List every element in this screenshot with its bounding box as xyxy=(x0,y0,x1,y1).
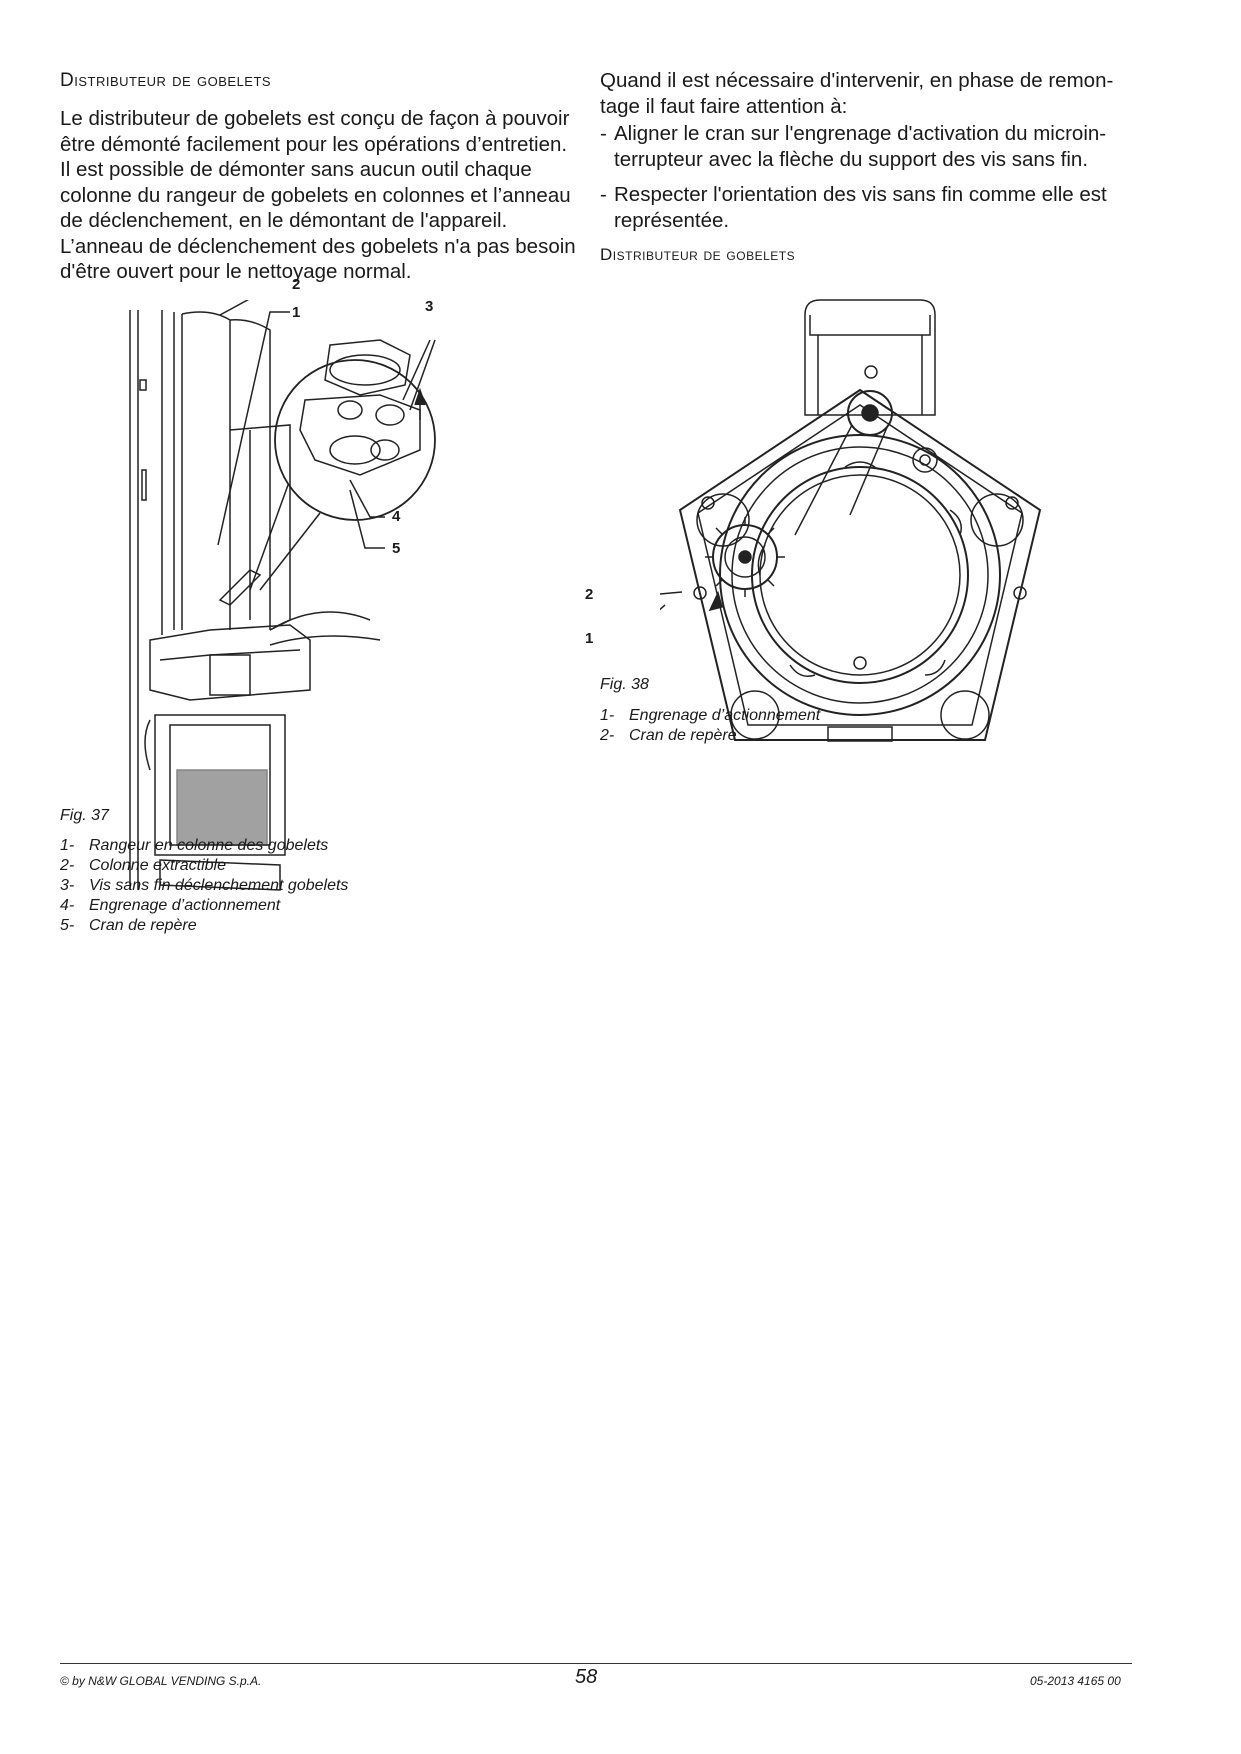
paragraph-line: Il est possible de démonter sans aucun o… xyxy=(60,158,532,181)
legend-number: 2- xyxy=(600,727,615,744)
legend-text: Cran de repère xyxy=(89,917,197,934)
intro-paragraph-right: Quand il est nécessaire d'intervenir, en… xyxy=(600,68,1160,119)
callout-label-2: 2 xyxy=(292,276,301,293)
legend-item: 2- Colonne extractible xyxy=(60,856,460,876)
paragraph-line: Quand il est nécessaire d'intervenir, en… xyxy=(600,69,1114,92)
bullet-dash: - xyxy=(600,122,607,145)
bullet-line: terrupteur avec la flèche du support des… xyxy=(614,147,1089,171)
figure-38-caption: Fig. 38 xyxy=(600,676,649,693)
legend-text: Engrenage d’actionnement xyxy=(89,897,281,914)
legend-text: Vis sans fin déclenchement gobelets xyxy=(89,877,349,894)
legend-item: 5- Cran de repère xyxy=(60,916,460,936)
legend-number: 3- xyxy=(60,877,75,894)
legend-item: 4- Engrenage d’actionnement xyxy=(60,896,460,916)
paragraph-line: d'être ouvert pour le nettoyage normal. xyxy=(60,260,412,283)
callout-label-1: 1 xyxy=(292,304,301,321)
legend-number: 5- xyxy=(60,917,75,934)
bullet-dash: - xyxy=(600,183,607,206)
callout-label-2: 2 xyxy=(585,586,594,603)
paragraph-line: colonne du rangeur de gobelets en colonn… xyxy=(60,183,571,207)
figure-38-illustration xyxy=(660,299,1042,742)
bullet-line: Respecter l'orientation des vis sans fin… xyxy=(614,183,1107,206)
bullet-line: Aligner le cran sur l'engrenage d'activa… xyxy=(614,122,1107,145)
legend-number: 4- xyxy=(60,897,75,914)
callout-label-4: 4 xyxy=(392,508,401,525)
paragraph-line: être démonté facilement pour les opérati… xyxy=(60,132,568,156)
page-number: 58 xyxy=(575,1666,598,1688)
callout-label-5: 5 xyxy=(392,540,401,557)
instruction-bullet: - Respecter l'orientation des vis sans f… xyxy=(600,182,1160,233)
footer-divider xyxy=(60,1663,1132,1664)
paragraph-line: tage il faut faire attention à: xyxy=(600,94,848,118)
paragraph-line: de déclenchement, en le démontant de l'a… xyxy=(60,209,508,232)
instruction-bullet: - Aligner le cran sur l'engrenage d'acti… xyxy=(600,121,1160,172)
figure-38-legend: 1- Engrenage d’actionnement 2- Cran de rep… xyxy=(600,706,1000,746)
legend-item: 1- Engrenage d’actionnement xyxy=(600,706,1000,726)
figure-37-legend: 1- Rangeur en colonne des gobelets 2- Colo… xyxy=(60,836,460,936)
section-heading-left: Distributeur de gobelets xyxy=(60,70,272,91)
legend-item: 1- Rangeur en colonne des gobelets xyxy=(60,836,460,856)
intro-paragraph-left: Le distributeur de gobelets est conçu de… xyxy=(60,106,590,285)
bullet-line: représentée. xyxy=(614,208,730,232)
legend-number: 1- xyxy=(600,707,615,724)
footer-doc-code: 05-2013 4165 00 xyxy=(1030,1674,1121,1688)
callout-label-1: 1 xyxy=(585,630,594,647)
callout-label-3: 3 xyxy=(425,298,434,315)
legend-number: 2- xyxy=(60,857,75,874)
legend-text: Engrenage d’actionnement xyxy=(629,707,821,724)
figure-37-illustration xyxy=(129,300,436,891)
legend-text: Colonne extractible xyxy=(89,857,226,874)
paragraph-line: Le distributeur de gobelets est conçu de… xyxy=(60,107,570,130)
legend-text: Cran de repère xyxy=(629,727,737,744)
legend-item: 3- Vis sans fin déclenchement gobelets xyxy=(60,876,460,896)
figure-37-caption: Fig. 37 xyxy=(60,807,109,824)
paragraph-line: L’anneau de déclenchement des gobelets n… xyxy=(60,234,576,258)
footer-copyright: © by N&W GLOBAL VENDING S.p.A. xyxy=(60,1674,262,1688)
legend-text: Rangeur en colonne des gobelets xyxy=(89,837,329,854)
legend-item: 2- Cran de repère xyxy=(600,726,1000,746)
legend-number: 1- xyxy=(60,837,75,854)
section-heading-right: Distributeur de gobelets xyxy=(600,245,796,264)
